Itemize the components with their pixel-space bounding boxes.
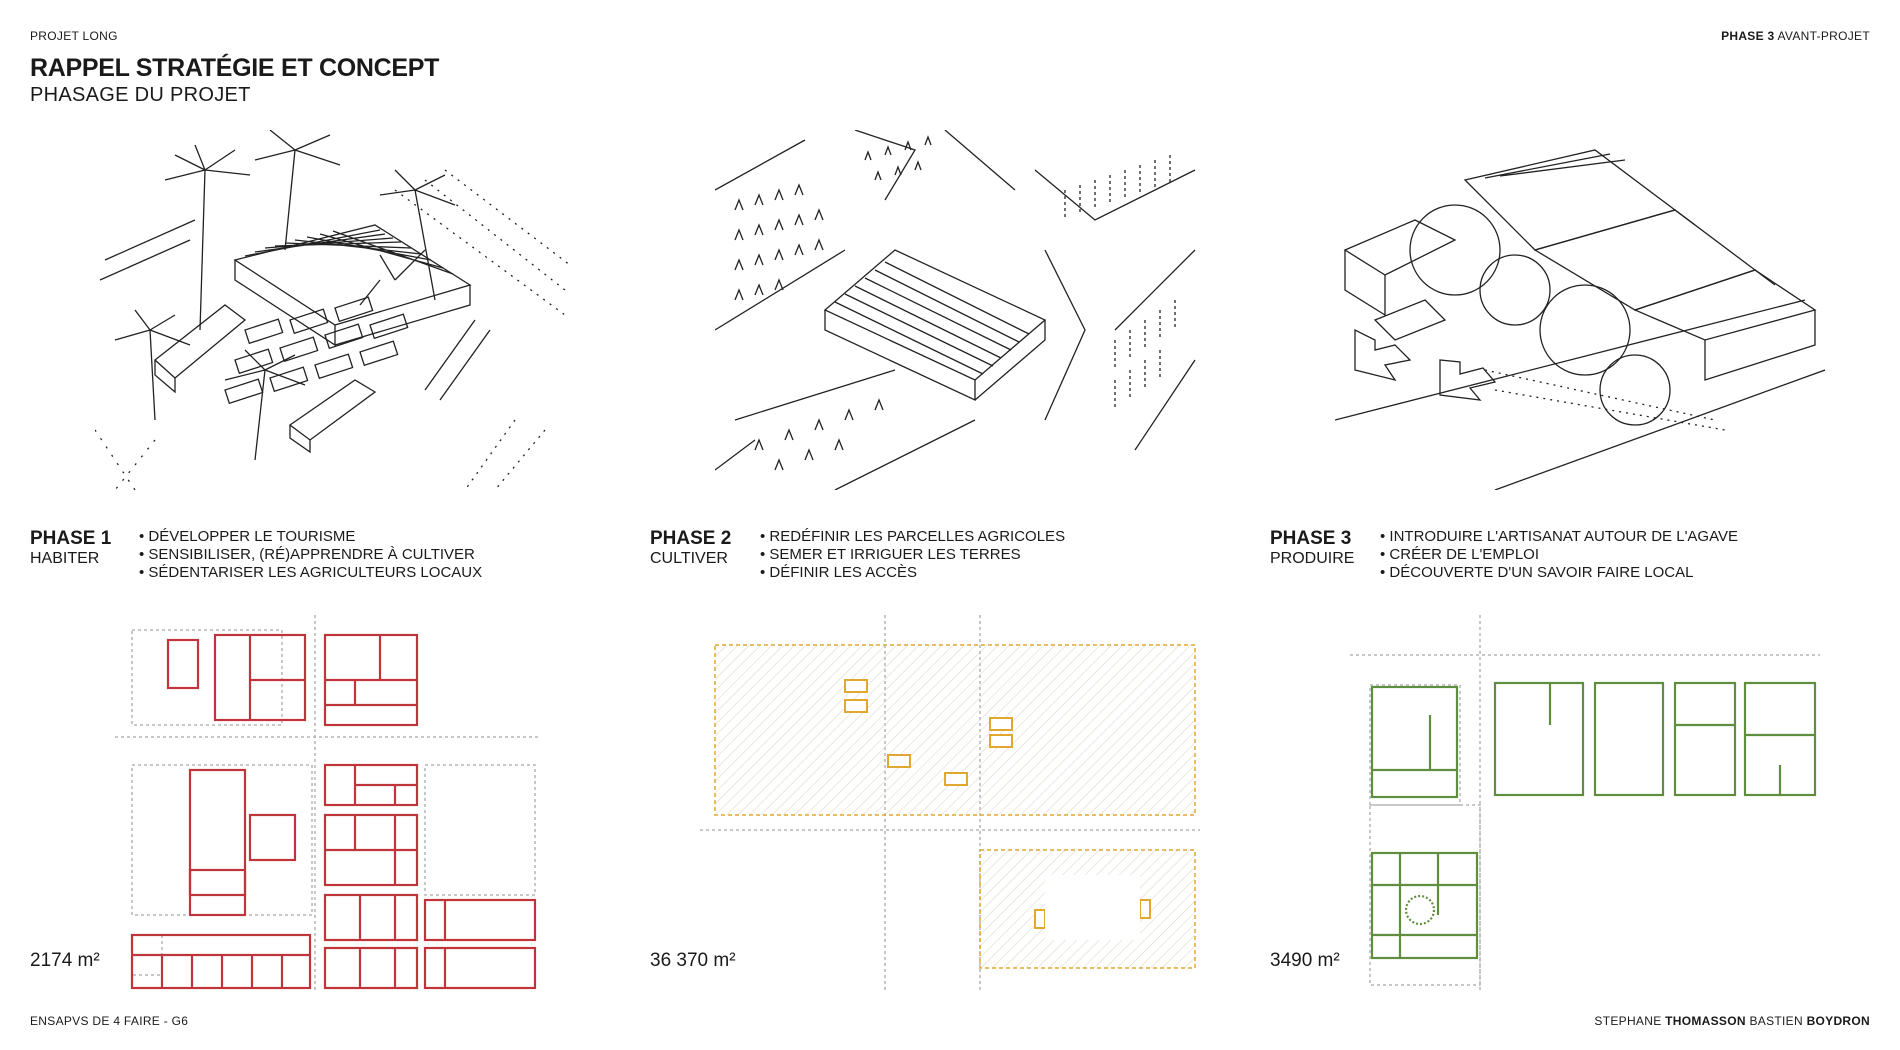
phase2-subtitle: CULTIVER [650,550,728,567]
project-label: PROJET LONG [30,29,118,43]
phase3-sketch [1335,149,1825,490]
phase1-title: PHASE 1 [30,528,112,549]
phase1-plan [115,615,540,990]
phase3-area: 3490 m² [1270,950,1340,971]
phase2-heading: PHASE 2 CULTIVER [650,528,731,568]
phase3-plan [1350,615,1820,990]
phase1-bullet: SÉDENTARISER LES AGRICULTEURS LOCAUX [139,564,482,582]
phase1-bullet: DÉVELOPPER LE TOURISME [139,528,482,546]
phase2-bullet: DÉFINIR LES ACCÈS [760,564,1065,582]
phase3-subtitle: PRODUIRE [1270,550,1355,567]
author-last-name: BOYDRON [1806,1014,1870,1028]
phase2-area: 36 370 m² [650,950,736,971]
phase-label-bold: PHASE 3 [1721,29,1775,43]
phase1-bullets: DÉVELOPPER LE TOURISME SENSIBILISER, (RÉ… [139,528,482,582]
phase3-title: PHASE 3 [1270,528,1352,549]
phase3-bullet: CRÉER DE L'EMPLOI [1380,546,1738,564]
author-first-name: STEPHANE [1594,1014,1666,1028]
phase3-heading: PHASE 3 PRODUIRE [1270,528,1354,568]
phase2-sketch [715,130,1196,490]
phase1-bullet: SENSIBILISER, (RÉ)APPRENDRE À CULTIVER [139,546,482,564]
footer-authors: STEPHANE THOMASSON BASTIEN BOYDRON [1594,1014,1870,1028]
phase1-heading: PHASE 1 HABITER [30,528,111,568]
phase3-bullet: INTRODUIRE L'ARTISANAT AUTOUR DE L'AGAVE [1380,528,1738,546]
phase1-sketch [95,130,571,490]
phase-label: PHASE 3 AVANT-PROJET [1721,29,1870,43]
page-subtitle: PHASAGE DU PROJET [30,84,251,106]
phase2-plan [700,615,1200,990]
phase3-bullets: INTRODUIRE L'ARTISANAT AUTOUR DE L'AGAVE… [1380,528,1738,582]
phase2-title: PHASE 2 [650,528,732,549]
phase3-bullet: DÉCOUVERTE D'UN SAVOIR FAIRE LOCAL [1380,564,1738,582]
phase2-bullets: REDÉFINIR LES PARCELLES AGRICOLES SEMER … [760,528,1065,582]
author-first-name: BASTIEN [1745,1014,1807,1028]
phase-label-rest: AVANT-PROJET [1774,29,1870,43]
phase2-bullet: REDÉFINIR LES PARCELLES AGRICOLES [760,528,1065,546]
phase2-bullet: SEMER ET IRRIGUER LES TERRES [760,546,1065,564]
phase1-area: 2174 m² [30,950,100,971]
author-last-name: THOMASSON [1665,1014,1746,1028]
phase1-subtitle: HABITER [30,550,100,567]
footer-left: ENSAPVS DE 4 FAIRE - G6 [30,1014,189,1028]
page-title: RAPPEL STRATÉGIE ET CONCEPT [30,54,440,82]
